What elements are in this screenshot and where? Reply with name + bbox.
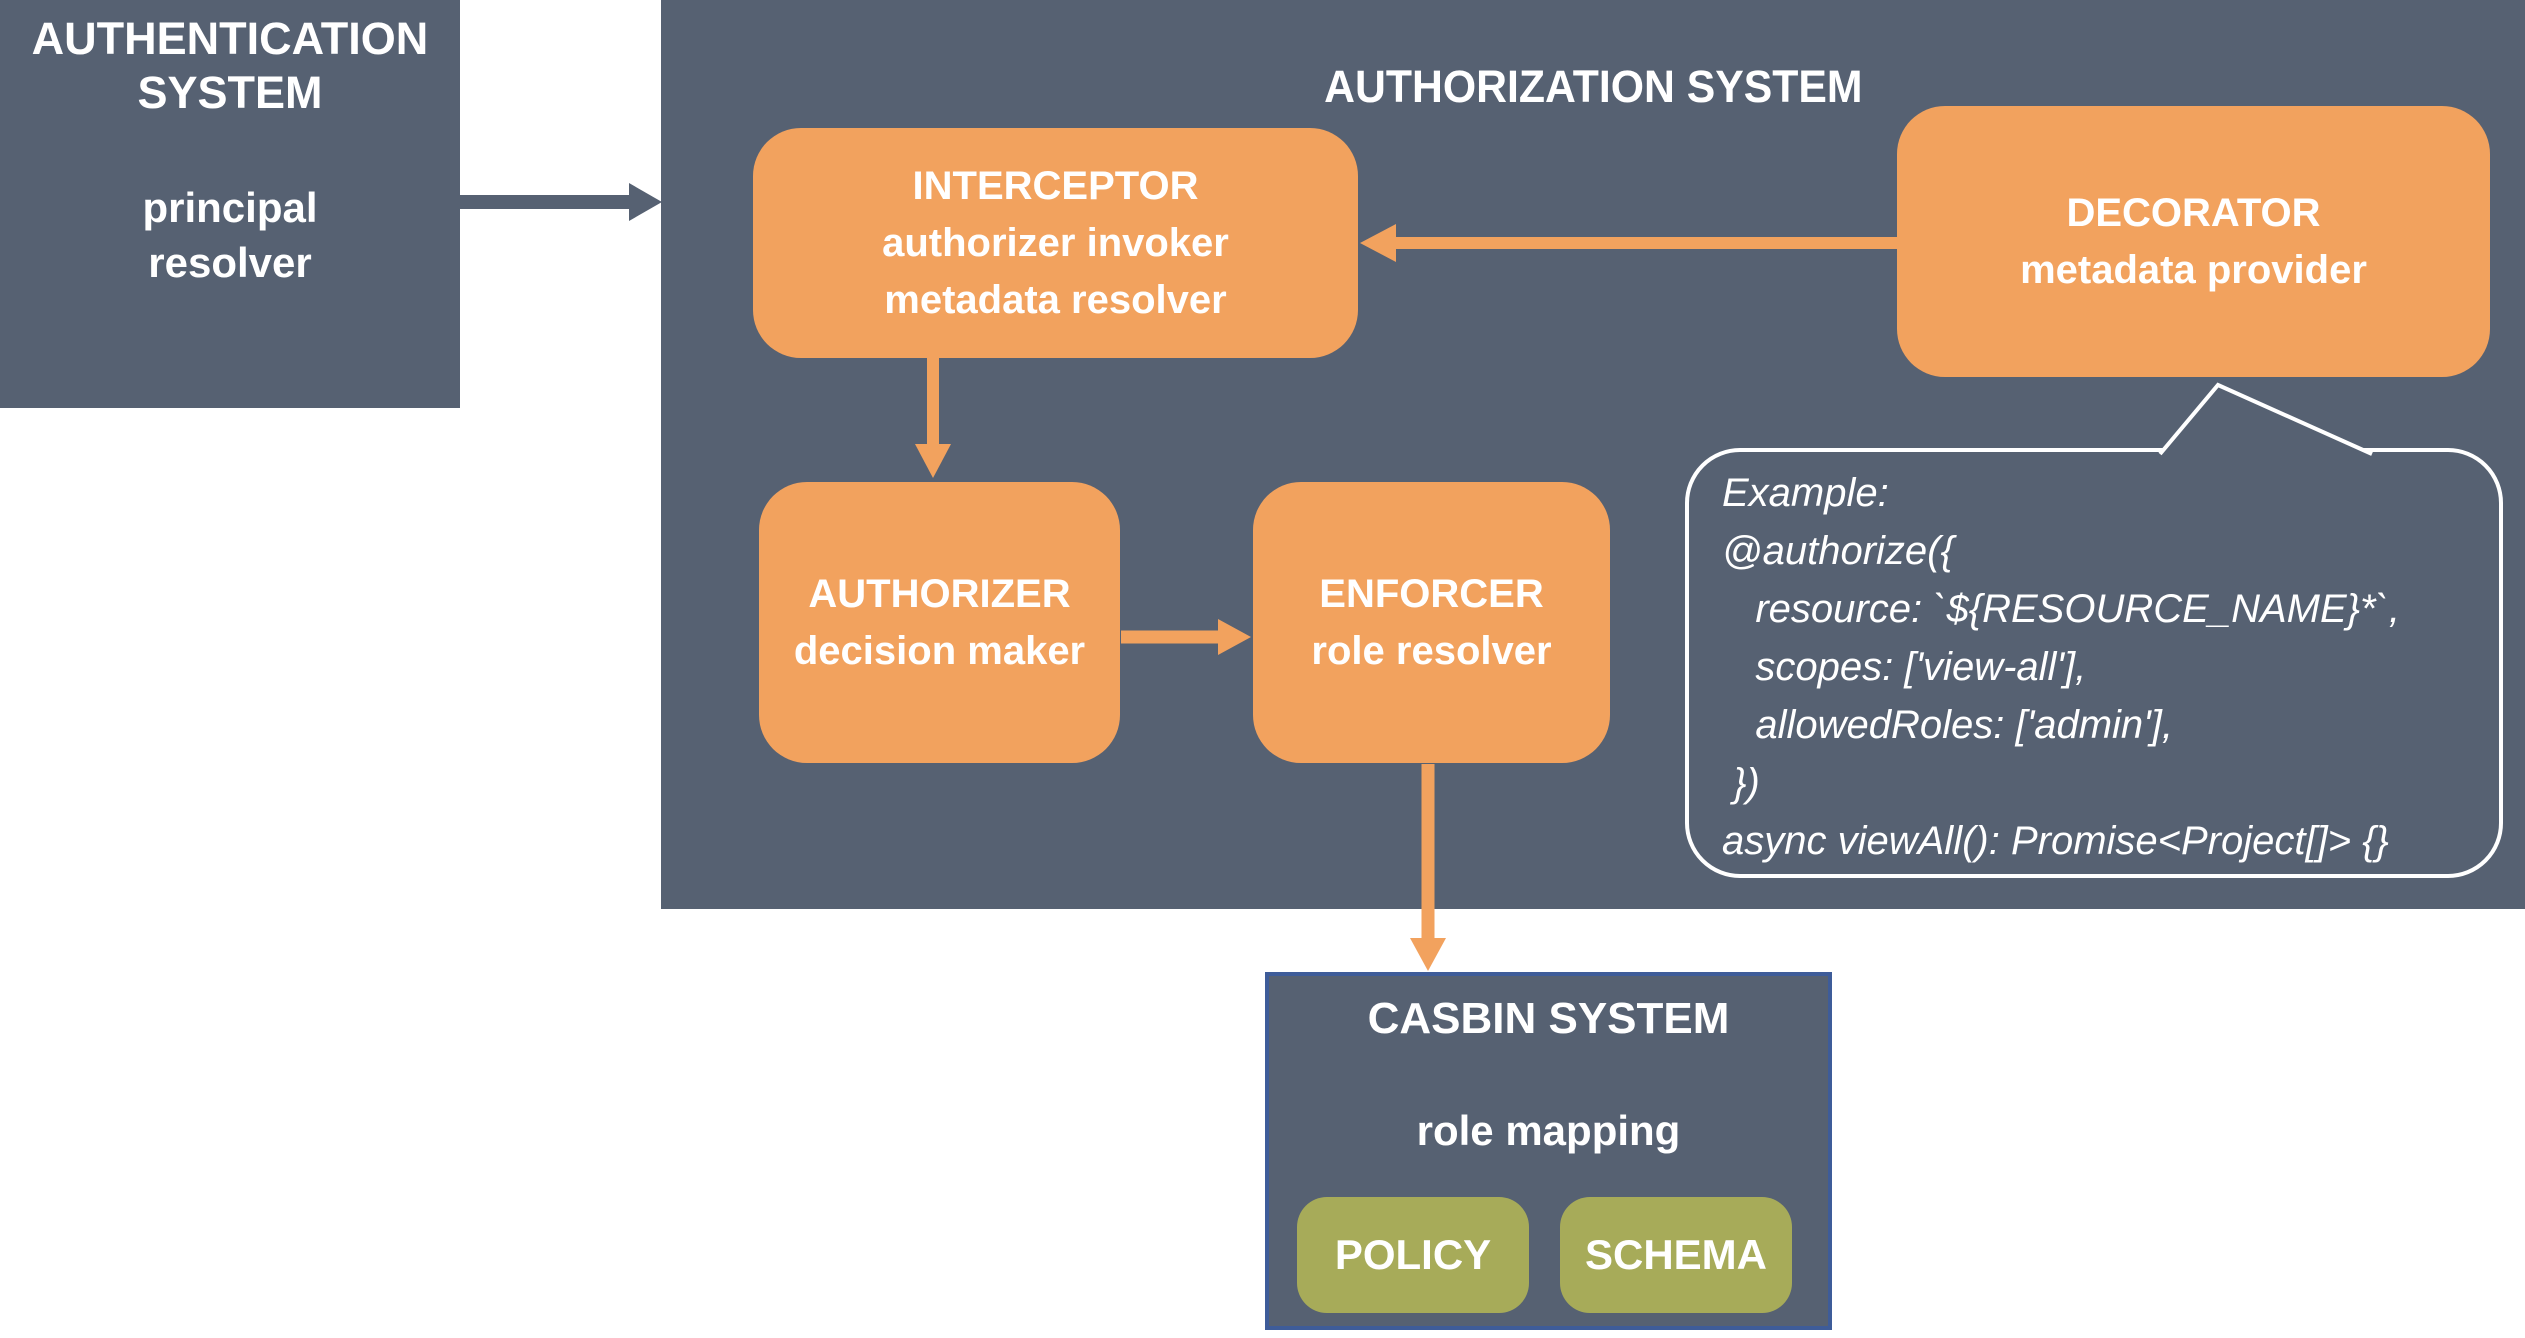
role-mapping-label: role mapping: [1416, 1107, 1681, 1154]
enforcer-title: ENFORCER: [1319, 571, 1544, 616]
authorization-system-title-text: AUTHORIZATION SYSTEM: [1323, 61, 1863, 112]
code-example-text: Example: @authorize({ resource: `${RESOU…: [1722, 471, 2400, 863]
arrow-auth-to-interceptor: [460, 183, 662, 221]
authorizer-node: AUTHORIZER decision maker: [759, 482, 1120, 763]
schema-chip: SCHEMA: [1560, 1197, 1792, 1313]
enforcer-node: ENFORCER role resolver: [1253, 482, 1610, 763]
authentication-system-title: AUTHENTICATION SYSTEM: [31, 13, 429, 118]
schema-label: SCHEMA: [1584, 1231, 1767, 1278]
interceptor-subtitle: authorizer invoker metadata resolver: [882, 220, 1229, 322]
policy-label: POLICY: [1334, 1231, 1492, 1278]
code-example-callout: [1685, 448, 2503, 878]
interceptor-node: INTERCEPTOR authorizer invoker metadata …: [753, 128, 1358, 358]
decorator-title: DECORATOR: [2066, 190, 2321, 235]
authorization-system-title: AUTHORIZATION SYSTEM: [661, 9, 2525, 113]
enforcer-subtitle: role resolver: [1311, 628, 1552, 673]
authorizer-subtitle: decision maker: [793, 628, 1086, 673]
decorator-node: DECORATOR metadata provider: [1897, 106, 2490, 377]
policy-chip: POLICY: [1297, 1197, 1529, 1313]
principal-resolver-label: principal resolver: [142, 184, 318, 286]
casbin-system-title: CASBIN SYSTEM: [1367, 994, 1730, 1043]
decorator-subtitle: metadata provider: [2020, 247, 2367, 292]
authentication-system-box: AUTHENTICATION SYSTEM principal resolver: [0, 0, 460, 408]
casbin-system-box: CASBIN SYSTEM role mapping POLICY SCHEMA: [1265, 972, 1832, 1330]
interceptor-title: INTERCEPTOR: [912, 163, 1199, 208]
authorizer-title: AUTHORIZER: [808, 571, 1071, 616]
